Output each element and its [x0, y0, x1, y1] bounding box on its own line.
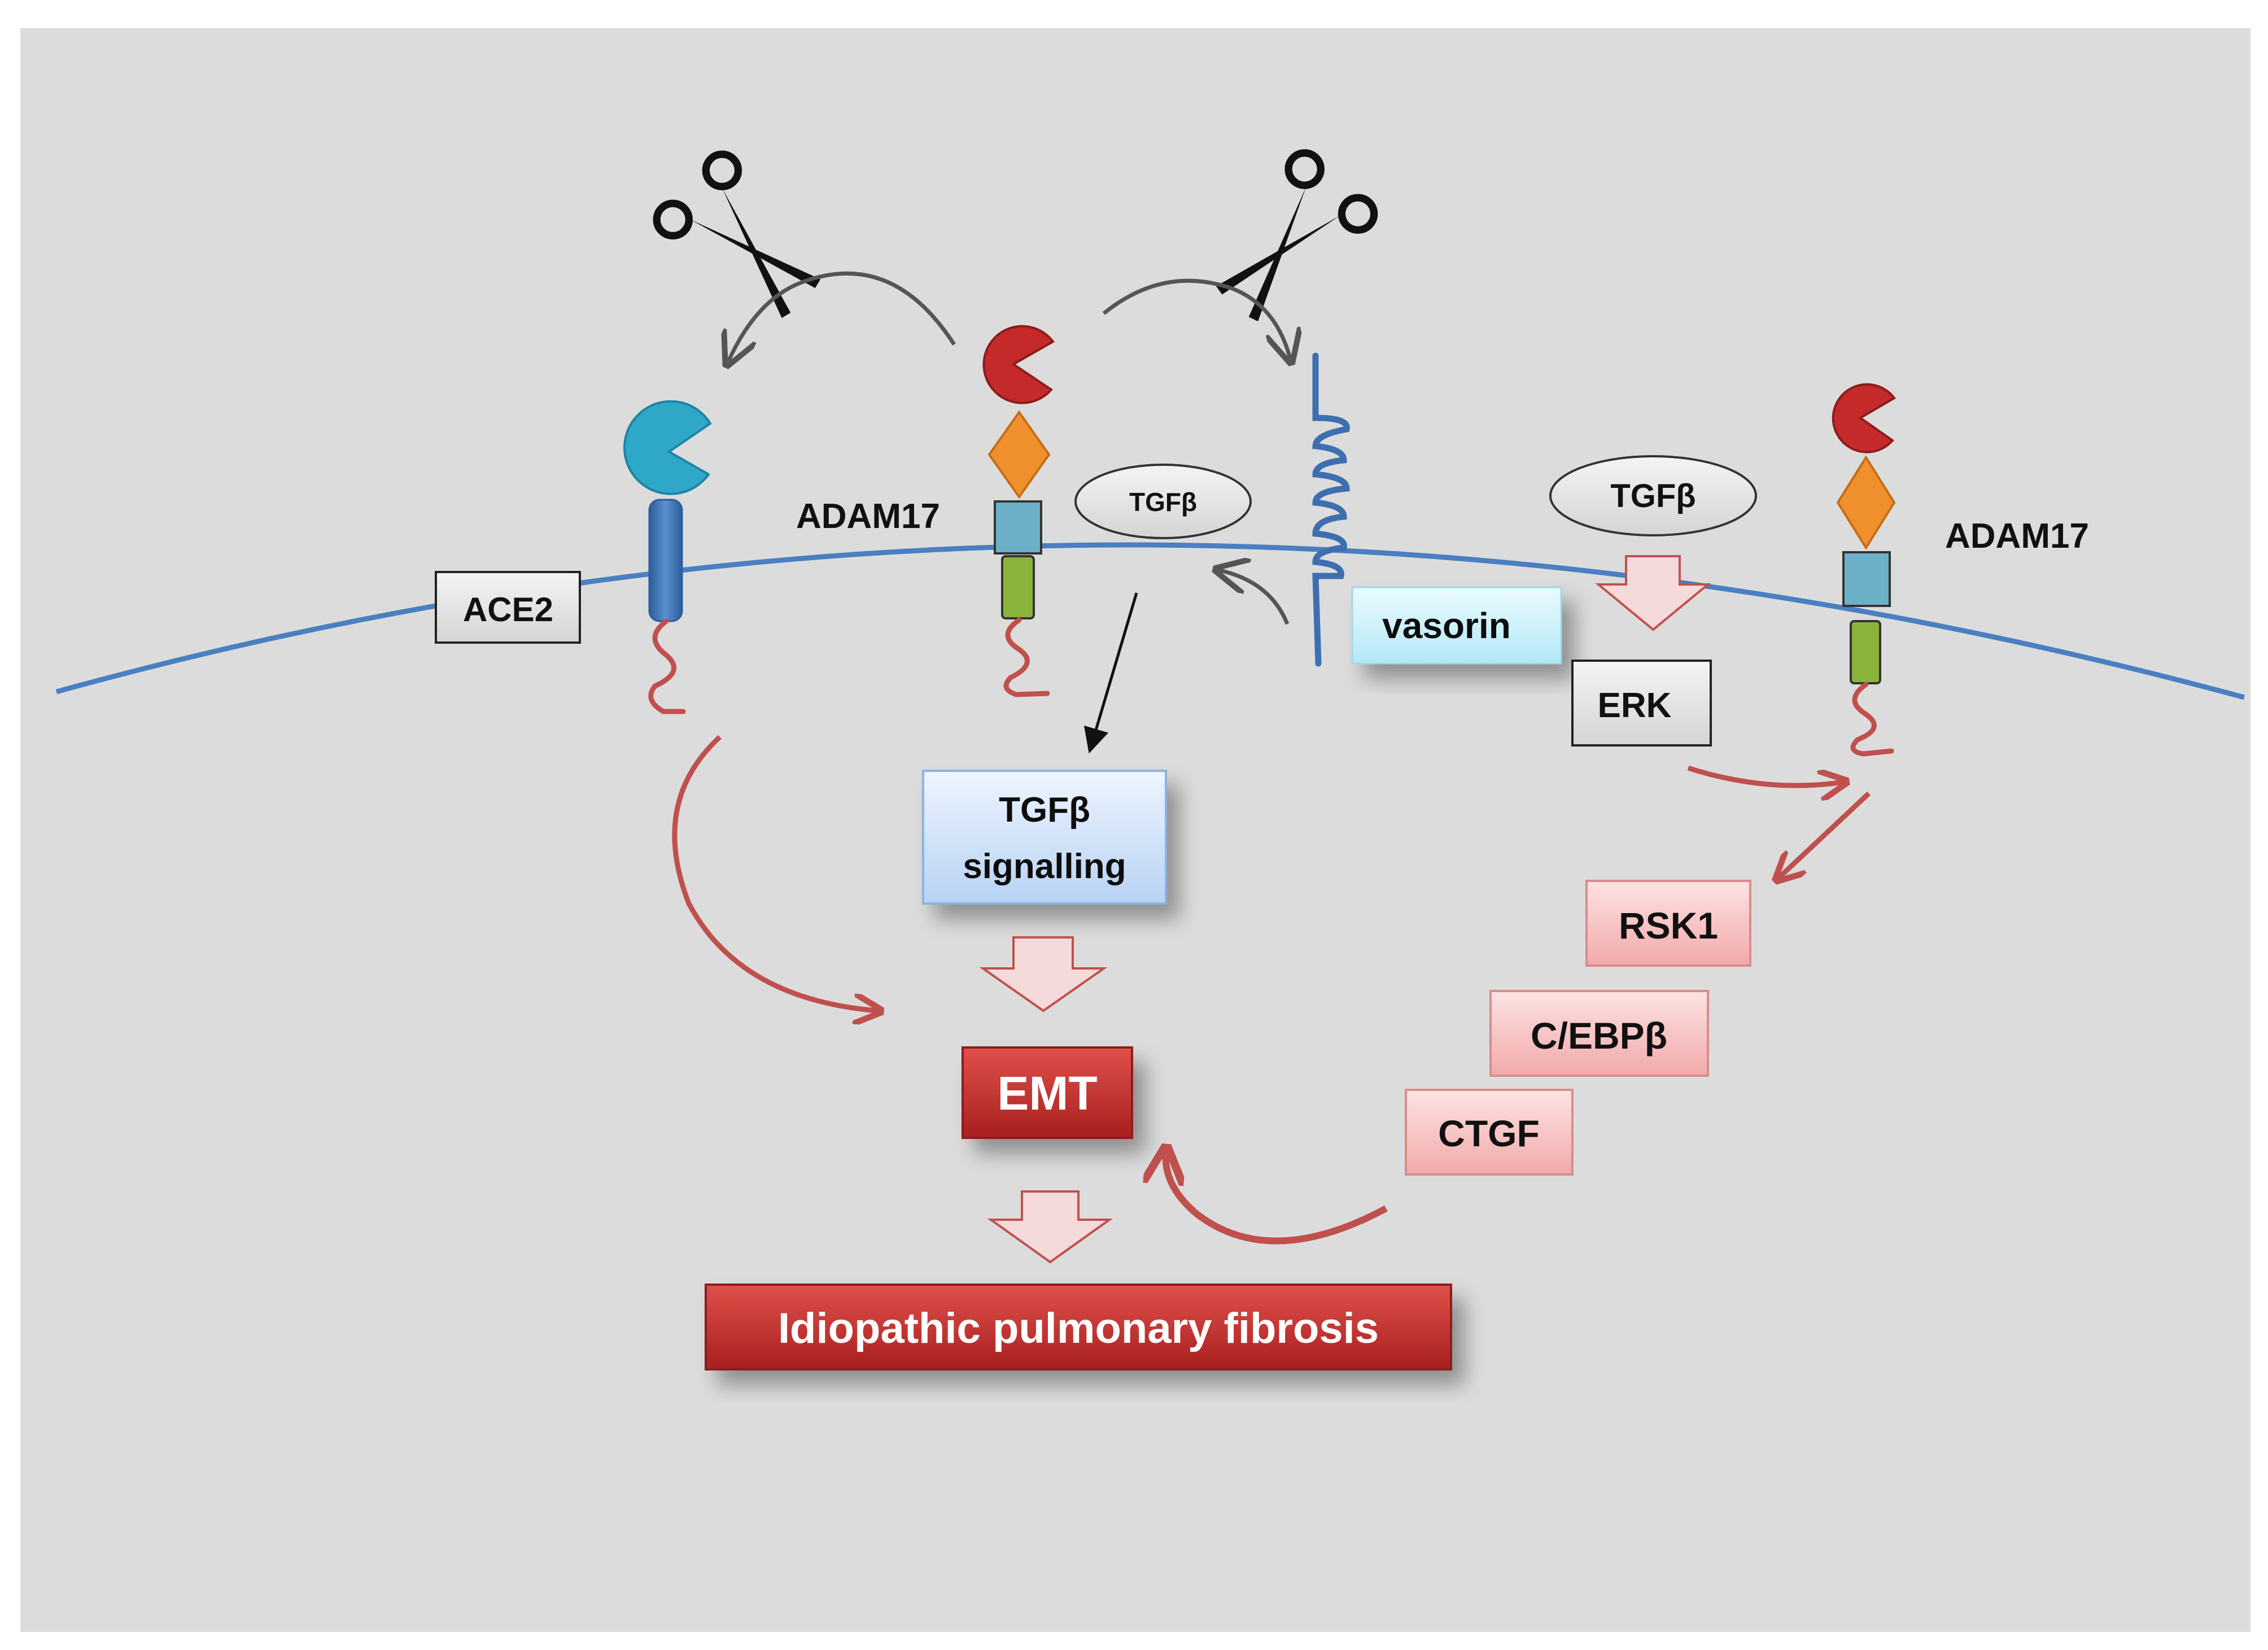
- tgfb-signalling-line2: signalling: [963, 847, 1126, 886]
- cebpb-box: C/EBPβ: [1489, 990, 1709, 1077]
- erk-to-adam17-arrow: [1687, 765, 1843, 785]
- ctgf-box: CTGF: [1405, 1089, 1574, 1176]
- diamond-icon: [987, 410, 1051, 499]
- ace2-to-emt-arrow: [672, 735, 878, 1011]
- pacman-adam17-icon: [1832, 383, 1896, 453]
- ctgf-label: CTGF: [1438, 1112, 1540, 1154]
- ace2-box: ACE2: [435, 571, 581, 644]
- rsk1-box: RSK1: [1585, 880, 1751, 967]
- tgfb-label-left: TGFβ: [1129, 487, 1197, 517]
- adam17-square: [1842, 551, 1891, 607]
- emt-box: EMT: [962, 1046, 1133, 1139]
- ace2-stalk: [648, 499, 683, 622]
- tgfb-signalling-box: TGFβ signalling: [922, 770, 1167, 905]
- adam17-tail-right: [1850, 682, 1894, 757]
- emt-to-ipf-arrow: [987, 1190, 1113, 1264]
- adam17-label-right: ADAM17: [1945, 517, 2089, 556]
- adam17-rod: [1001, 555, 1035, 619]
- erk-label: ERK: [1598, 686, 1672, 725]
- vasorin-box: vasorin: [1351, 586, 1562, 665]
- vasorin-coil: [1312, 352, 1350, 667]
- ipf-label: Idiopathic pulmonary fibrosis: [778, 1304, 1379, 1352]
- scissors-icon: [653, 150, 821, 318]
- ctgf-to-emt-arrow: [1166, 1152, 1388, 1245]
- adam17-label-left: ADAM17: [796, 497, 940, 536]
- cleavage-arrow-ace2: [728, 271, 956, 361]
- scissors-icon: [1216, 149, 1378, 322]
- adam17-square: [994, 500, 1042, 555]
- ace2-label: ACE2: [463, 591, 553, 628]
- adam17-to-rsk1-arrow: [1778, 791, 1871, 878]
- tgfb-signalling-line1: TGFβ: [999, 791, 1090, 830]
- diamond-icon: [1836, 455, 1896, 550]
- tgfb-down-arrow-right: [1595, 555, 1711, 631]
- cebpb-label: C/EBPβ: [1531, 1015, 1667, 1057]
- vasorin-to-tgfb-arrow: [1220, 570, 1290, 625]
- adam17-rod: [1850, 620, 1881, 684]
- rsk1-label: RSK1: [1619, 905, 1718, 946]
- erk-box: ERK: [1571, 660, 1712, 747]
- ipf-box: Idiopathic pulmonary fibrosis: [705, 1284, 1452, 1370]
- ace2-tail: [648, 618, 686, 714]
- pacman-adam17-icon: [982, 325, 1055, 404]
- tgfb-to-signalling-arrow: [1083, 592, 1138, 754]
- emt-label: EMT: [997, 1067, 1097, 1120]
- tgfb-label-right: TGFβ: [1610, 478, 1695, 514]
- tgfb-ellipse-right: TGFβ: [1549, 455, 1757, 536]
- adam17-tail-left: [1003, 617, 1050, 697]
- cell-membrane: [55, 542, 2245, 700]
- signalling-to-emt-arrow: [979, 936, 1108, 1012]
- tgfb-ellipse-left: TGFβ: [1074, 464, 1252, 539]
- vasorin-label: vasorin: [1382, 605, 1511, 646]
- pacman-ace2-icon: [623, 400, 712, 495]
- cleavage-arrow-vasorin: [1102, 278, 1290, 359]
